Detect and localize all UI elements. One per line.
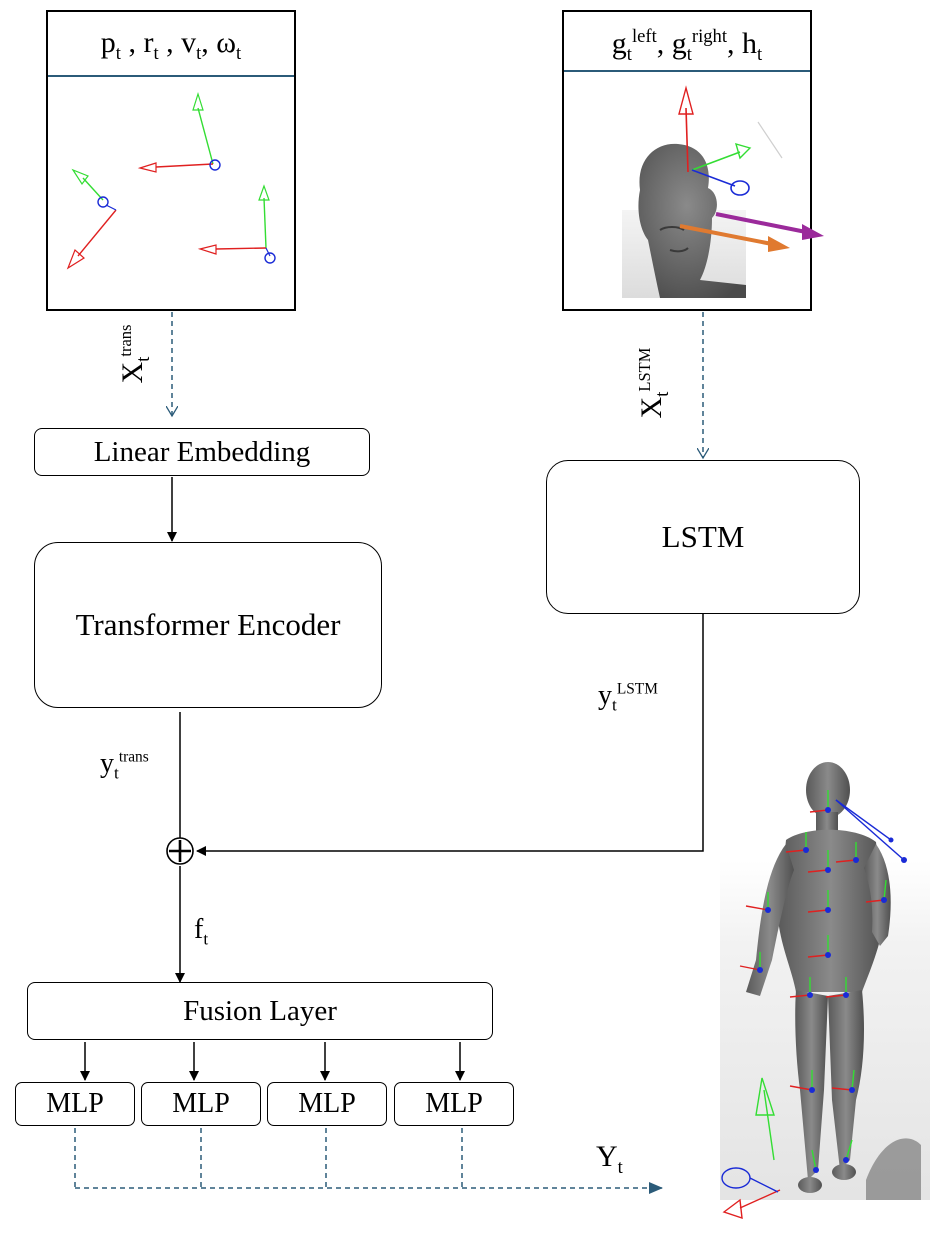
title-g-right: , g [656, 27, 687, 60]
title-g-left-sub: t [626, 44, 632, 65]
Y-sub: t [617, 1157, 623, 1178]
mlp-label: MLP [425, 1088, 483, 1119]
y-trans-sup: trans [118, 748, 149, 766]
mlp-block-1: MLP [15, 1082, 135, 1126]
lstm-block: LSTM [546, 460, 860, 614]
title-omega: , ω [201, 26, 237, 59]
y-trans-base: y [100, 748, 114, 779]
title-g-left-sup: left [631, 26, 657, 47]
linear-embedding-label: Linear Embedding [93, 435, 311, 468]
x-trans-sup: trans [116, 324, 135, 357]
x-trans-label: Xttrans [116, 304, 156, 404]
title-h-sub: t [757, 44, 763, 65]
motion-features-title: pt , rt , vt, ωt [48, 26, 294, 65]
motion-features-panel: pt , rt , vt, ωt [46, 10, 296, 311]
x-lstm-base: X [635, 396, 668, 419]
title-h: , h [727, 27, 758, 60]
x-lstm-label: XtLSTM [635, 328, 675, 438]
title-p: p [100, 26, 116, 59]
y-lstm-sub: t [612, 695, 617, 715]
y-lstm-sup: LSTM [616, 680, 658, 698]
f-sub: t [203, 929, 209, 949]
f-label: ft [194, 914, 208, 950]
linear-embedding-block: Linear Embedding [34, 428, 370, 476]
title-omega-sub: t [236, 43, 242, 64]
x-lstm-sub: t [652, 391, 673, 397]
title-r: , r [120, 26, 154, 59]
joint-axes-illustration [66, 91, 276, 270]
f-base: f [194, 914, 204, 945]
mlp-block-4: MLP [394, 1082, 514, 1126]
title-g-right-sub: t [686, 44, 692, 65]
y-lstm-label: ytLSTM [598, 680, 658, 716]
y-lstm-base: y [598, 680, 612, 711]
body-pose-illustration [720, 762, 930, 1220]
x-trans-base: X [116, 361, 149, 384]
lstm-label: LSTM [661, 519, 745, 554]
title-g-right-sup: right [691, 26, 728, 47]
fusion-layer-label: Fusion Layer [183, 994, 337, 1027]
title-g-left: g [611, 27, 627, 60]
fusion-layer-block: Fusion Layer [27, 982, 493, 1040]
title-v-sub: t [196, 43, 202, 64]
joint-frame-1 [137, 91, 221, 173]
joint-frame-3 [197, 184, 276, 264]
title-r-sub: t [153, 43, 159, 64]
mlp-label: MLP [298, 1088, 356, 1119]
y-trans-label: yttrans [100, 748, 149, 784]
joint-frame-2 [66, 168, 117, 270]
transformer-encoder-label: Transformer Encoder [75, 607, 341, 642]
head-gaze-illustration [622, 85, 824, 298]
mlp-block-3: MLP [267, 1082, 387, 1126]
Y-base: Y [596, 1140, 618, 1173]
mlp-block-2: MLP [141, 1082, 261, 1126]
lstm-to-sum-arrow [196, 614, 704, 856]
x-lstm-sup: LSTM [635, 347, 654, 392]
y-trans-sub: t [114, 763, 119, 783]
title-p-sub: t [115, 43, 121, 64]
x-trans-sub: t [133, 356, 154, 362]
motion-title-divider [48, 75, 294, 77]
mlp-label: MLP [172, 1088, 230, 1119]
title-v: , v [158, 26, 197, 59]
mlp-output-bus [74, 1128, 663, 1194]
gaze-head-title: gtleft, gtright, ht [564, 26, 810, 66]
gaze-title-divider [564, 70, 810, 72]
transformer-encoder-block: Transformer Encoder [34, 542, 382, 708]
mlp-label: MLP [46, 1088, 104, 1119]
Y-output-label: Yt [596, 1140, 623, 1179]
